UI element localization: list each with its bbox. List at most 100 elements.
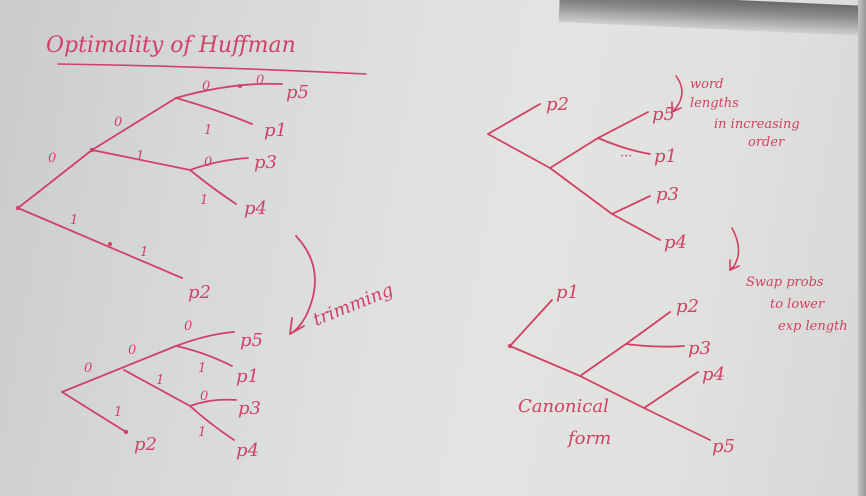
tree1-edge xyxy=(91,97,177,151)
tree2-node xyxy=(123,429,129,435)
trimming-label: trimming xyxy=(310,279,396,330)
tree2-leaf-p2: p2 xyxy=(134,434,157,455)
tree-4: p1 p2 p3 p4 p5 Canonical form xyxy=(507,282,735,457)
tree2-edge xyxy=(175,331,235,347)
tree-1: 0 0 0 0 1 1 1 1 0 1 p5 p1 p3 p4 p2 xyxy=(15,73,309,303)
tree2-bit: 0 xyxy=(84,361,92,376)
tree4-edge xyxy=(625,343,685,348)
tree2-leaf-p1: p1 xyxy=(236,366,259,387)
tree1-edge xyxy=(175,97,253,125)
tree3-edge xyxy=(597,137,651,155)
tree2-edge xyxy=(175,345,233,367)
tree1-leaf-p1: p1 xyxy=(264,120,287,141)
note-line: lengths xyxy=(690,96,739,111)
tree3-leaf-p4: p4 xyxy=(664,232,687,253)
tree2-edge xyxy=(189,398,237,407)
tree1-bit: 0 xyxy=(256,73,264,88)
swap-line: Swap probs xyxy=(746,275,824,290)
tree1-bit: 1 xyxy=(70,213,78,228)
tree4-edge xyxy=(643,371,699,409)
tree4-leaf-p2: p2 xyxy=(676,296,699,317)
note-line: word xyxy=(690,77,724,92)
tree1-edge xyxy=(91,149,191,171)
tree3-edge xyxy=(611,213,661,241)
tree3-edge xyxy=(549,167,613,215)
tree2-leaf-p4: p4 xyxy=(236,440,259,461)
tree1-node xyxy=(108,242,112,246)
tree1-root xyxy=(15,205,21,211)
tree2-leaf-p3: p3 xyxy=(238,398,261,419)
tree3-leaf-p1: p1 xyxy=(654,146,677,167)
tree1-bit: 1 xyxy=(136,149,144,164)
tree1-leaf-p4: p4 xyxy=(244,198,267,219)
canonical-label: Canonical xyxy=(518,396,609,417)
tree3-leaf-p2: p2 xyxy=(546,94,569,115)
tree-3: ··· p2 p5 p1 p3 p4 xyxy=(487,94,687,253)
tree1-bit-extra: 1 xyxy=(140,245,148,260)
trimming-annotation: trimming xyxy=(289,235,396,335)
tree1-edge xyxy=(17,207,183,279)
canonical-label: form xyxy=(566,428,611,449)
tree1-edge xyxy=(17,149,93,209)
tree3-leaf-p3: p3 xyxy=(656,184,679,205)
tree2-leaf-p5: p5 xyxy=(240,330,263,351)
tree2-bit: 1 xyxy=(114,405,122,420)
note-arrowhead xyxy=(671,101,682,113)
tree4-leaf-p5: p5 xyxy=(712,436,735,457)
tree4-leaf-p1: p1 xyxy=(556,282,579,303)
swap-line: to lower xyxy=(770,297,825,312)
tree2-bit: 1 xyxy=(156,373,164,388)
board-frame-right xyxy=(858,0,866,496)
tree-2: 0 0 0 1 1 1 0 1 p5 p1 p3 p4 p2 xyxy=(61,319,263,461)
tree1-node xyxy=(238,84,242,88)
note-line: in increasing xyxy=(714,117,800,132)
trimming-arrow xyxy=(289,235,316,335)
tree4-edge xyxy=(509,345,581,377)
title-text: Optimality of Huffman xyxy=(46,33,296,58)
tree3-dots: ··· xyxy=(620,149,632,164)
swap-arrow xyxy=(729,227,740,271)
swap-line: exp length xyxy=(778,319,848,334)
tree3-edge xyxy=(597,111,649,139)
tree2-bit: 1 xyxy=(198,361,206,376)
tree1-bit: 0 xyxy=(48,151,56,166)
tree1-leaf-p5: p5 xyxy=(286,82,309,103)
tree1-bit: 1 xyxy=(200,193,208,208)
tree3-edge xyxy=(549,137,599,169)
note-line: order xyxy=(748,135,785,150)
tree2-edge xyxy=(123,369,191,407)
trimming-arrowhead xyxy=(289,317,305,335)
tree4-leaf-p3: p3 xyxy=(688,338,711,359)
swap-arrowhead xyxy=(729,259,740,271)
tree4-leaf-p4: p4 xyxy=(702,364,725,385)
tree2-edge xyxy=(61,391,127,433)
tree4-edge xyxy=(509,299,553,347)
swap-annotation: Swap probs to lower exp length xyxy=(729,227,848,334)
title-underline xyxy=(57,63,367,75)
tree3-edge xyxy=(611,195,651,215)
tree2-bit: 1 xyxy=(198,425,206,440)
tree1-bit: 0 xyxy=(202,79,210,94)
tree2-edge xyxy=(189,405,235,441)
tree2-bit: 0 xyxy=(200,389,208,404)
note-arrow xyxy=(671,75,683,113)
tree4-edge xyxy=(643,407,711,441)
tree4-edge xyxy=(579,343,627,377)
tree1-leaf-p2: p2 xyxy=(188,282,211,303)
tree2-bit: 0 xyxy=(128,343,136,358)
tree1-bit: 0 xyxy=(114,115,122,130)
tree3-edge xyxy=(487,133,551,169)
tree1-edge xyxy=(189,157,249,171)
tree1-bit: 1 xyxy=(204,123,212,138)
word-lengths-annotation: word lengths in increasing order xyxy=(671,75,800,150)
tree3-edge xyxy=(487,103,541,135)
tree4-edge xyxy=(579,375,645,409)
tree4-root xyxy=(507,343,513,349)
tree1-leaf-p3: p3 xyxy=(254,152,277,173)
tree1-node xyxy=(89,147,95,153)
tree3-leaf-p5: p5 xyxy=(652,104,675,125)
tree1-edge xyxy=(189,169,237,205)
tree2-bit: 0 xyxy=(184,319,192,334)
